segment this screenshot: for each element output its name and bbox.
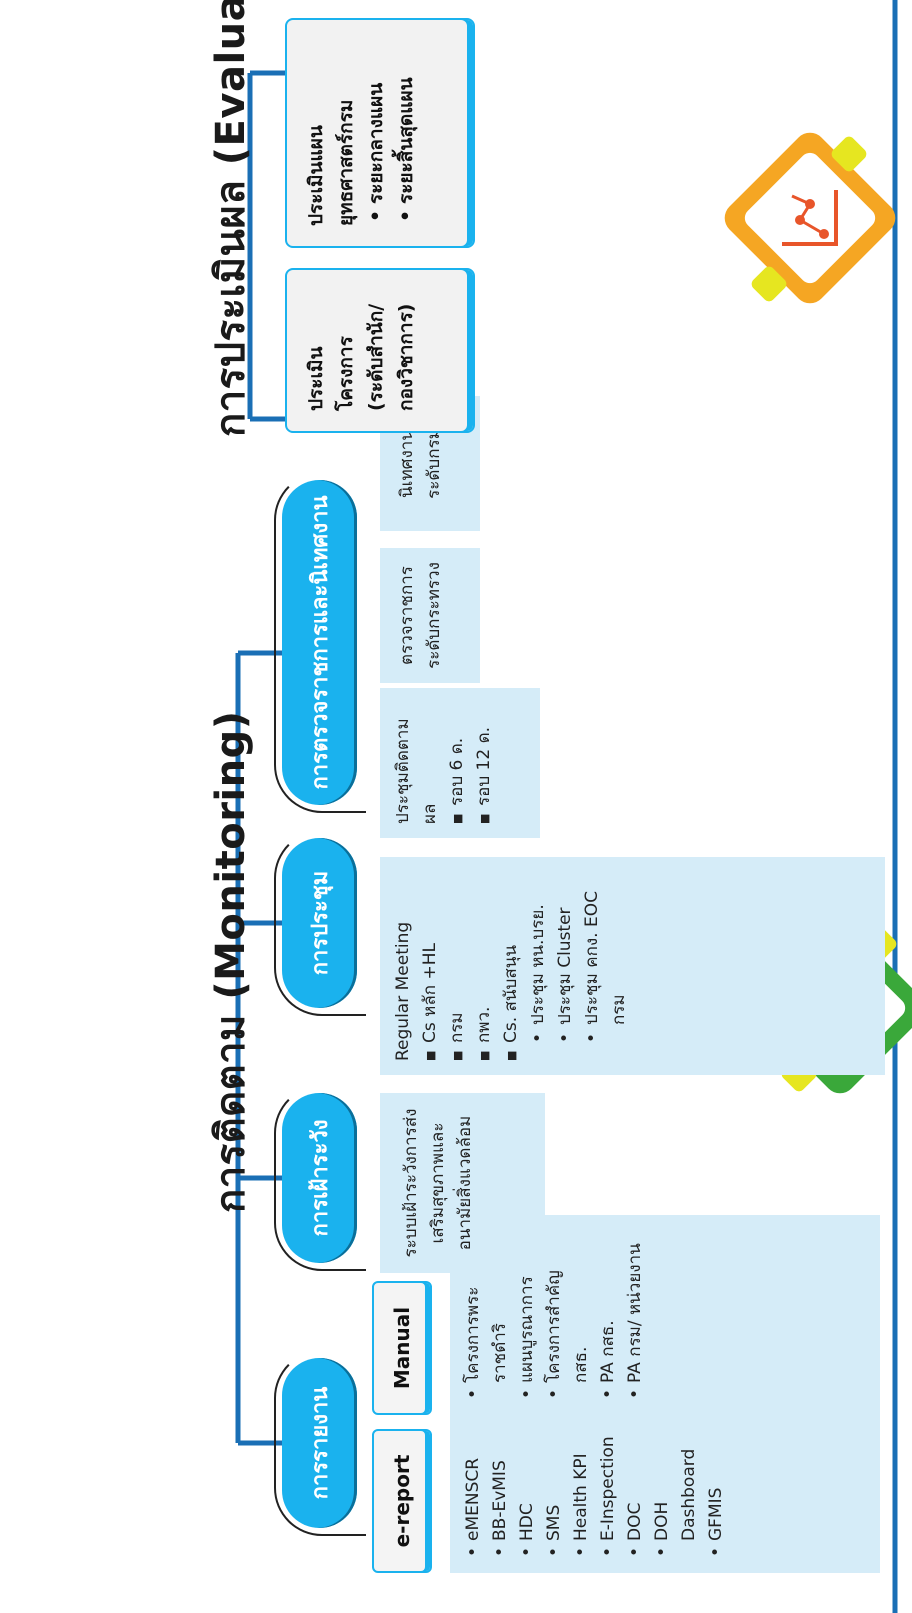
manual-item: โครงการสำคัญ กสธ. — [541, 1229, 595, 1401]
regular-meeting-subitem: ประชุม คกง. EOC กรม — [579, 871, 633, 1061]
manual-item: PA กสธ. — [595, 1229, 622, 1401]
ereport-item: GFMIS — [703, 1417, 730, 1559]
ereport-item: Health KPI — [568, 1417, 595, 1559]
ereport-item: DOC — [622, 1417, 649, 1559]
regular-meeting-item: Cs หลัก +HL — [417, 871, 444, 1061]
chart-icon — [710, 118, 910, 318]
surveillance-panel: ระบบเฝ้าระวังการส่งเสริมสุขภาพและอนามัยส… — [380, 1093, 545, 1273]
strategy-evaluation-box: ประเมินแผนยุทธศาสตร์กรม ระยะกลางแผน ระยะ… — [285, 18, 475, 248]
ereport-item: eMENSCR — [460, 1417, 487, 1559]
ereport-item: DOH Dashboard — [649, 1417, 703, 1559]
regular-meeting-item: กพว. — [471, 871, 498, 1061]
regular-meeting-subitem: ประชุม หน.บรย. — [525, 871, 552, 1061]
pill-inspection-wrap: การตรวจราชการและนิเทศงาน — [274, 472, 366, 813]
followup-meeting-panel: ประชุมติดตามผล รอบ 6 ด. รอบ 12 ด. — [380, 688, 540, 838]
manual-tab[interactable]: Manual — [372, 1281, 432, 1415]
ereport-item: SMS — [541, 1417, 568, 1559]
regular-meeting-item: กรม — [444, 871, 471, 1061]
strategy-evaluation-item: ระยะกลางแผน — [361, 40, 391, 226]
project-evaluation-box: ประเมินโครงการ (ระดับสำนัก/ กองวิชาการ) — [285, 268, 475, 433]
followup-meeting-heading: ประชุมติดตามผล — [393, 718, 440, 824]
pill-report-wrap: การรายงาน — [274, 1350, 366, 1536]
strategy-evaluation-heading: ประเมินแผนยุทธศาสตร์กรม — [305, 99, 357, 226]
manual-item: PA กรม/ หน่วยงาน — [622, 1229, 649, 1401]
evaluation-title: การประเมินผล (Evaluation) — [208, 0, 254, 437]
ministry-inspection-box: ตรวจราชการระดับกระทรวง — [380, 548, 480, 683]
followup-meeting-item: รอบ 6 ด. — [444, 702, 471, 824]
ereport-item: HDC — [514, 1417, 541, 1559]
strategy-evaluation-item: ระยะสิ้นสุดแผน — [391, 40, 421, 226]
followup-meeting-item: รอบ 12 ด. — [471, 702, 498, 824]
monitoring-title: การติดตาม (Monitoring) — [208, 710, 254, 1213]
regular-meeting-heading: Regular Meeting — [393, 921, 413, 1061]
regular-meeting-subitem: ประชุม Cluster — [552, 871, 579, 1061]
ereport-panel: eMENSCR BB-EvMIS HDC SMS Health KPI E-In… — [450, 1403, 880, 1573]
ereport-item: E-Inspection — [595, 1417, 622, 1559]
pill-surveillance-wrap: การเฝ้าระวัง — [274, 1085, 366, 1271]
regular-meeting-panel: Regular Meeting Cs หลัก +HL กรม กพว. Cs.… — [380, 857, 885, 1075]
ereport-tab[interactable]: e-report — [372, 1429, 432, 1573]
regular-meeting-item: Cs. สนับสนุน — [498, 871, 525, 1061]
pill-meeting-wrap: การประชุม — [274, 830, 366, 1016]
ereport-item: BB-EvMIS — [487, 1417, 514, 1559]
